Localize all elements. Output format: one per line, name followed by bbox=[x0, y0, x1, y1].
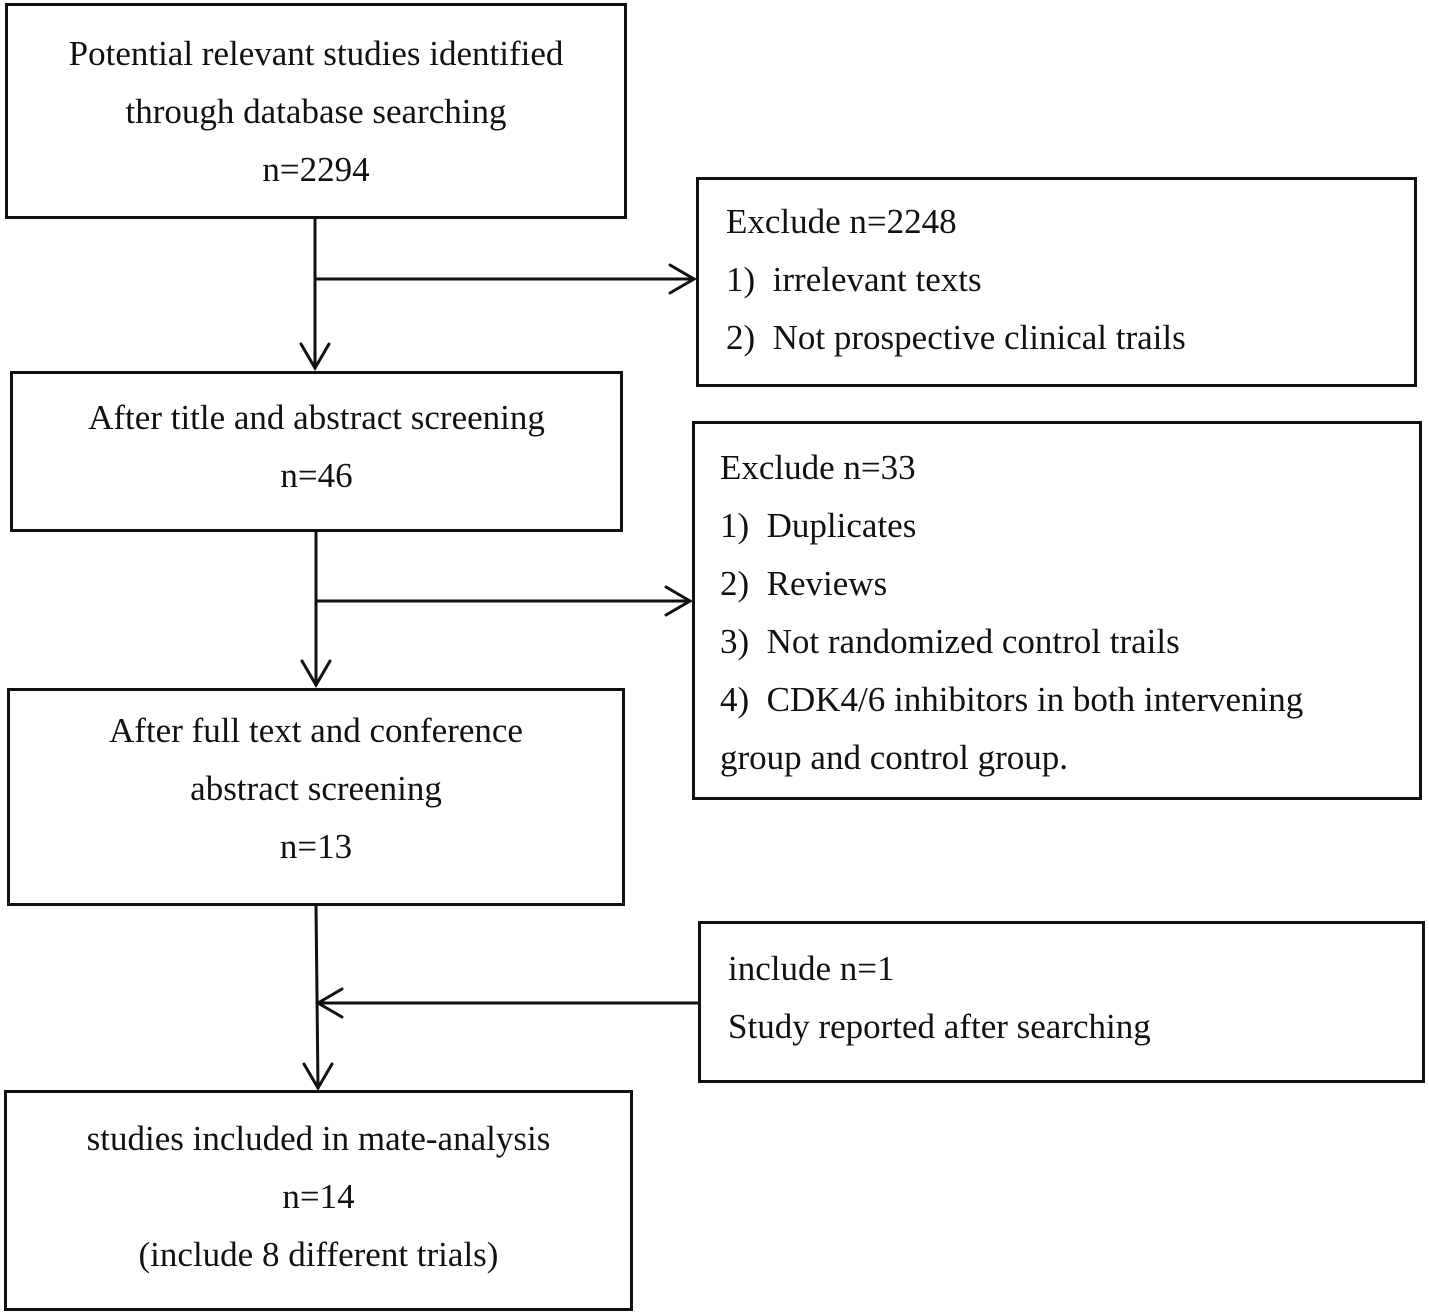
arrowhead-down-3 bbox=[302, 1062, 334, 1091]
included-line-3: (include 8 different trials) bbox=[138, 1235, 499, 1274]
full-text-line-2: abstract screening bbox=[190, 769, 442, 808]
identified-box: Potential relevant studies identified th… bbox=[5, 3, 627, 219]
exclude-1-box: Exclude n=2248 1) irrelevant texts 2) No… bbox=[696, 177, 1417, 387]
arrowhead-left bbox=[315, 987, 344, 1019]
arrowhead-right-2 bbox=[664, 585, 693, 617]
title-abstract-line-1: After title and abstract screening bbox=[88, 398, 545, 437]
full-text-box: After full text and conference abstract … bbox=[7, 688, 625, 906]
arrowhead-down-1 bbox=[299, 342, 331, 371]
include-extra-detail: Study reported after searching bbox=[728, 1007, 1151, 1046]
arrowhead-right-1 bbox=[668, 263, 697, 295]
exclude-1-item-2: 2) Not prospective clinical trails bbox=[726, 318, 1186, 357]
title-abstract-count: n=46 bbox=[280, 456, 353, 495]
exclude-2-item-4-cont: group and control group. bbox=[720, 738, 1068, 777]
identified-count: n=2294 bbox=[262, 150, 370, 189]
full-text-count: n=13 bbox=[279, 827, 353, 866]
exclude-1-header: Exclude n=2248 bbox=[726, 202, 957, 241]
title-abstract-box: After title and abstract screening n=46 bbox=[10, 371, 623, 532]
exclude-2-box: Exclude n=33 1) Duplicates 2) Reviews 3)… bbox=[692, 421, 1422, 800]
arrowhead-down-2 bbox=[300, 659, 332, 688]
exclude-2-item-4: 4) CDK4/6 inhibitors in both intervening bbox=[720, 680, 1304, 719]
exclude-1-item-1: 1) irrelevant texts bbox=[726, 260, 982, 299]
included-box: studies included in mate-analysis n=14 (… bbox=[4, 1090, 633, 1311]
connector-fulltext-to-included bbox=[314, 904, 320, 1090]
include-extra-header: include n=1 bbox=[728, 949, 895, 988]
exclude-2-item-3: 3) Not randomized control trails bbox=[720, 622, 1180, 661]
full-text-line-1: After full text and conference bbox=[109, 711, 523, 750]
included-count: n=14 bbox=[282, 1177, 355, 1216]
identified-line-2: through database searching bbox=[125, 92, 507, 131]
exclude-2-item-2: 2) Reviews bbox=[720, 564, 888, 603]
identified-line-1: Potential relevant studies identified bbox=[68, 34, 564, 73]
exclude-2-item-1: 1) Duplicates bbox=[720, 506, 917, 545]
exclude-2-header: Exclude n=33 bbox=[720, 448, 916, 487]
include-extra-box: include n=1 Study reported after searchi… bbox=[698, 921, 1425, 1083]
included-line-1: studies included in mate-analysis bbox=[86, 1119, 551, 1158]
